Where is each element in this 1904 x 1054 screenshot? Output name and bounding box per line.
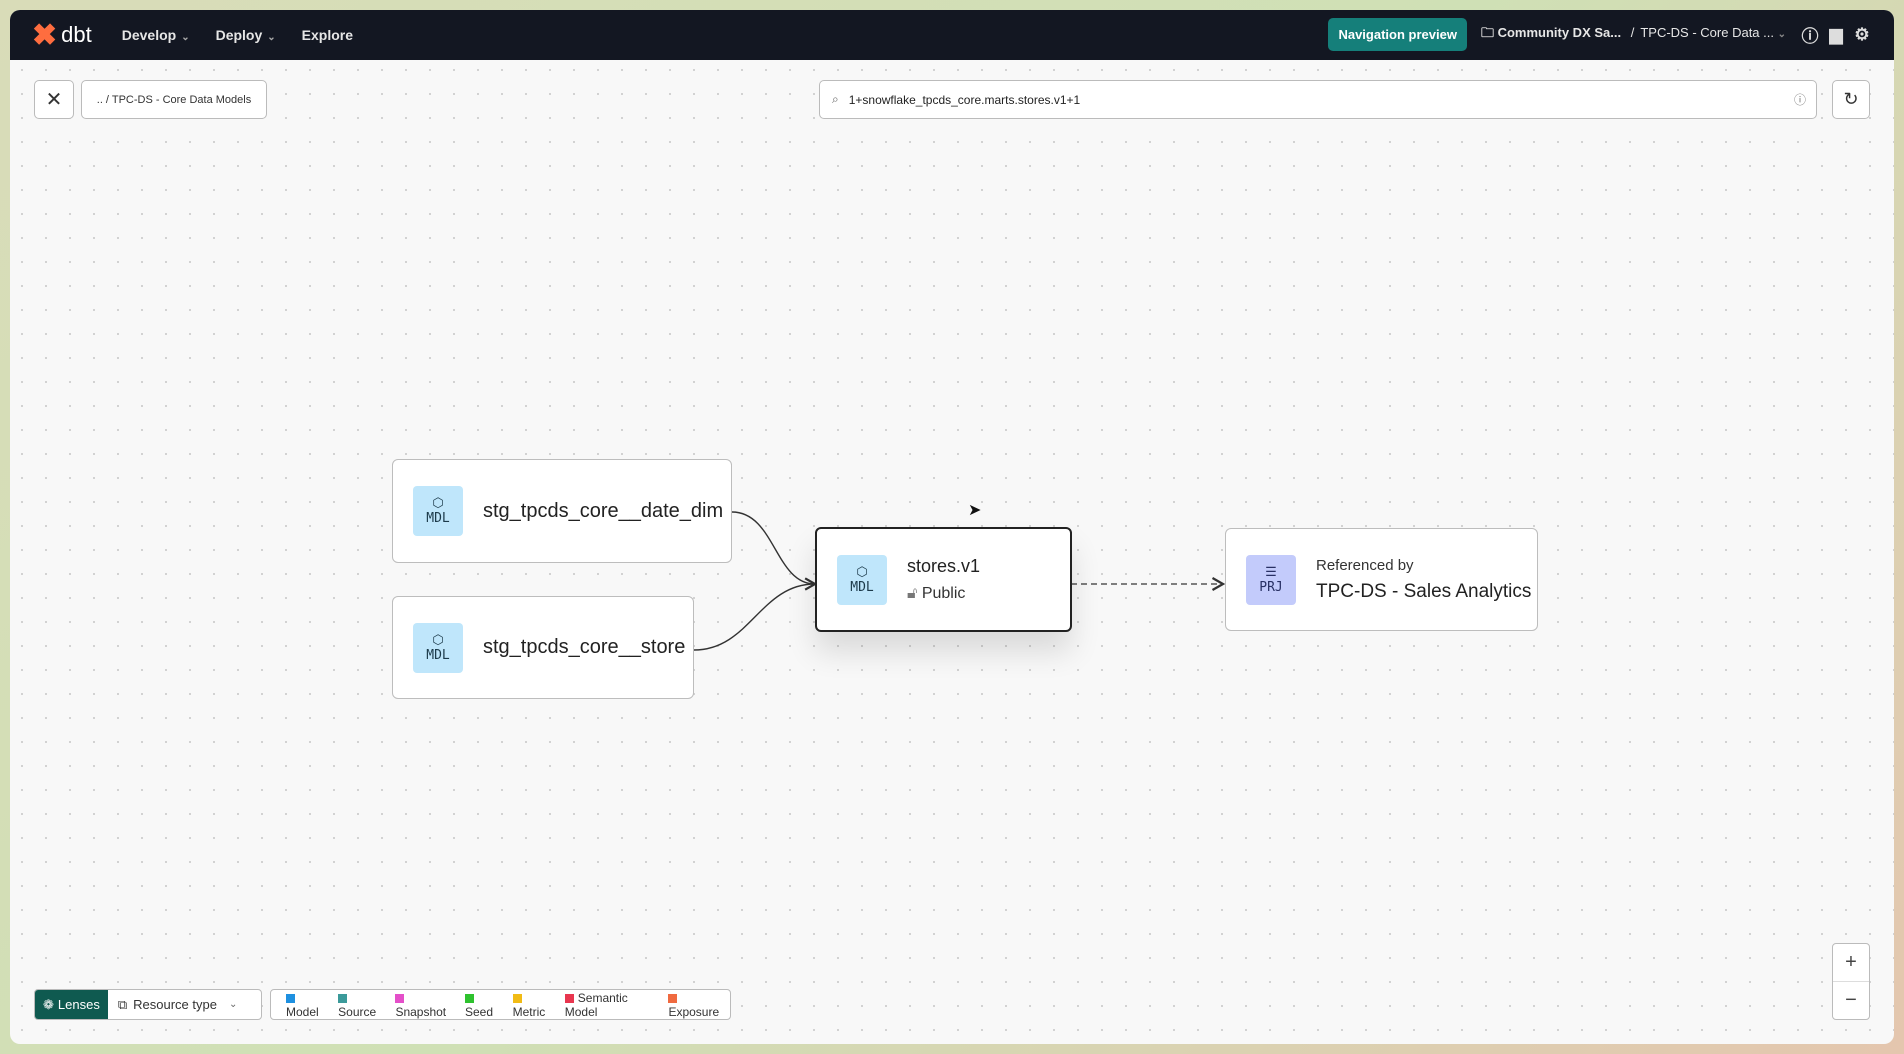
edge-store-to-stores — [693, 577, 818, 651]
mouse-cursor-icon: ➤ — [968, 502, 982, 519]
model-badge: ⬡MDL — [837, 554, 887, 605]
legend-swatch — [286, 993, 295, 1003]
legend-swatch — [564, 993, 574, 1003]
model-badge: ⬡MDL — [413, 486, 463, 536]
chevron-down-icon: ⌄ — [181, 32, 190, 43]
resource-type-select[interactable]: ⧉ Resource type ⌄ — [108, 990, 248, 1019]
unlock-icon: 🔓︎ — [907, 585, 918, 602]
legend-item-exposure: Exposure — [668, 991, 730, 1019]
breadcrumb[interactable]: .. / TPC-DS - Core Data Models — [81, 80, 267, 119]
search-value: 1+snowflake_tpcds_core.marts.stores.v1+1 — [848, 92, 1081, 107]
legend-label: Semantic Model — [564, 990, 628, 1019]
legend-swatch — [668, 993, 678, 1003]
nav-deploy-label: Deploy — [215, 27, 263, 43]
legend-swatch — [338, 993, 348, 1003]
node-stg-tpcds-core-date-dim[interactable]: ⬡MDL stg_tpcds_core__date_dim — [392, 459, 732, 563]
navigation-preview-button[interactable]: Navigation preview — [1328, 18, 1467, 51]
node-label: stg_tpcds_core__store — [483, 636, 686, 658]
legend-label: Model — [286, 1004, 319, 1019]
stack-icon: ☰ — [1265, 564, 1277, 580]
separator: / — [1630, 24, 1635, 40]
brand-name: dbt — [61, 22, 92, 47]
top-nav: ✖dbt Develop ⌄ Deploy ⌄ Explore Navigation… — [10, 10, 1894, 60]
node-stg-tpcds-core-store[interactable]: ⬡MDL stg_tpcds_core__store — [392, 596, 694, 699]
legend-swatch — [512, 993, 522, 1003]
node-label: stg_tpcds_core__date_dim — [483, 499, 724, 522]
chevron-down-icon: ⌄ — [267, 32, 276, 43]
resource-graph-icon: ⧉ — [117, 996, 128, 1012]
node-caption: Referenced by — [1316, 556, 1414, 574]
help-icon[interactable]: ⓘ — [1801, 27, 1819, 46]
legend-item-metric: Metric — [512, 991, 557, 1019]
resource-type-label: Resource type — [133, 997, 217, 1012]
project-name: TPC-DS - Core Data ... — [1640, 24, 1774, 40]
legend-label: Snapshot — [395, 1004, 447, 1019]
lenses-button[interactable]: ❁Lenses — [35, 990, 108, 1019]
legend-swatch — [465, 993, 474, 1003]
zoom-in-button[interactable]: + — [1833, 944, 1869, 982]
model-badge: ⬡MDL — [413, 622, 463, 673]
refresh-icon: ↻ — [1843, 89, 1859, 109]
lineage-edges — [693, 511, 1226, 651]
lineage-search-input[interactable]: ⌕ 1+snowflake_tpcds_core.marts.stores.v1… — [819, 80, 1817, 119]
access-label: Public — [921, 585, 966, 602]
chevron-down-icon: ⌄ — [1777, 28, 1786, 40]
folder-icon: 🗀 — [1480, 24, 1498, 40]
cube-icon: ⬡ — [856, 564, 868, 580]
legend-label: Seed — [465, 1004, 494, 1019]
badge-label: PRJ — [1259, 579, 1283, 595]
node-stores-v1[interactable]: ⬡MDL stores.v1 🔓︎ Public — [815, 527, 1072, 632]
legend-label: Metric — [512, 1004, 546, 1019]
legend-item-semantic-model: Semantic Model — [564, 990, 661, 1019]
legend-label: Exposure — [668, 1004, 720, 1019]
badge-label: MDL — [426, 647, 450, 663]
gear-icon[interactable]: ⚙ — [1854, 24, 1870, 44]
cube-icon: ⬡ — [432, 496, 444, 511]
resource-legend: Model Source Snapshot Seed Metric Semantic Mo… — [270, 989, 731, 1020]
account-name: Community DX Sa... — [1497, 24, 1622, 40]
chevron-down-icon: ⌄ — [228, 999, 238, 1010]
node-referenced-project[interactable]: ☰PRJ Referenced by TPC-DS - Sales Analyt… — [1225, 528, 1538, 631]
lenses-control: ❁Lenses ⧉ Resource type ⌄ — [34, 989, 262, 1020]
legend-item-source: Source — [338, 991, 387, 1019]
dbt-logo[interactable]: ✖dbt — [32, 18, 92, 53]
search-icon: ⌕ — [832, 92, 839, 106]
badge-label: MDL — [850, 579, 874, 595]
legend-label: Source — [338, 1004, 377, 1019]
refresh-button[interactable]: ↻ — [1832, 80, 1870, 119]
node-label: TPC-DS - Sales Analytics — [1316, 580, 1532, 602]
zoom-controls: + − — [1832, 943, 1870, 1020]
close-button[interactable]: ✕ — [34, 80, 74, 119]
project-badge: ☰PRJ — [1246, 554, 1296, 605]
info-icon[interactable]: ⓘ — [1793, 93, 1806, 107]
app-window: ✖dbt Develop ⌄ Deploy ⌄ Explore Navigation… — [10, 10, 1894, 1044]
legend-item-seed: Seed — [465, 991, 505, 1019]
node-label: stores.v1 — [907, 556, 981, 576]
nav-explore[interactable]: Explore — [301, 27, 354, 43]
close-icon: ✕ — [45, 89, 63, 111]
nav-develop[interactable]: Develop ⌄ — [122, 27, 190, 43]
feedback-icon[interactable]: ▆ — [1829, 24, 1843, 44]
legend-item-model: Model — [286, 991, 330, 1019]
cube-icon: ⬡ — [432, 632, 444, 648]
dbt-logo-icon: ✖ — [32, 18, 58, 52]
edge-date-dim-to-stores — [731, 511, 818, 591]
project-switcher[interactable]: 🗀 Community DX Sa... / TPC-DS - Core Data… — [1481, 24, 1786, 46]
legend-swatch — [395, 993, 405, 1003]
nav-deploy[interactable]: Deploy ⌄ — [216, 27, 276, 43]
nav-develop-label: Develop — [121, 27, 177, 43]
lens-icon: ❁ — [43, 996, 54, 1012]
badge-label: MDL — [426, 511, 450, 526]
lenses-label: Lenses — [57, 997, 100, 1012]
legend-item-snapshot: Snapshot — [395, 991, 457, 1019]
zoom-out-button[interactable]: − — [1845, 989, 1857, 1011]
